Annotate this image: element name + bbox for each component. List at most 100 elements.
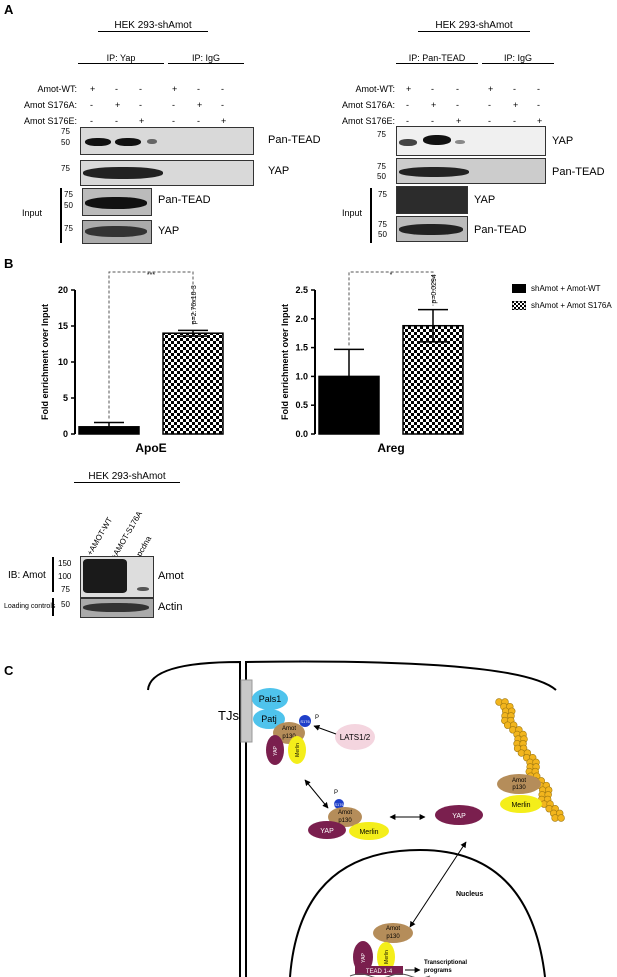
significance-bracket: [348, 271, 434, 346]
merlin-protein: [377, 942, 395, 972]
amot-blot: [80, 556, 154, 598]
condition-sign: -: [488, 116, 491, 126]
condition-sign: -: [221, 84, 224, 94]
ib-amot-label: IB: Amot: [8, 570, 46, 581]
cell-membrane-left: [147, 660, 241, 977]
amot-p130-protein: [497, 774, 541, 794]
panel-a-label: A: [4, 2, 14, 17]
legend-swatch-checker: [512, 300, 526, 310]
y-axis-label: Fold enrichment over Input: [280, 304, 290, 420]
pals1-protein: [252, 688, 288, 710]
y-tick-label: 0.0: [295, 429, 308, 439]
programs-label: programs: [424, 968, 452, 974]
yap-protein: [266, 735, 284, 765]
tight-junction: [240, 679, 253, 743]
condition-sign: +: [431, 100, 437, 110]
yap-protein: [308, 821, 346, 839]
blot-label-pan-tead: Pan-TEAD: [474, 224, 527, 236]
s176-label: S176: [300, 719, 310, 724]
blot-right-input-yap: [396, 186, 468, 214]
blot-right-input-pan-tead: [396, 216, 468, 242]
condition-label: Amot S176E:: [341, 116, 395, 126]
ip-pan-tead-label: IP: Pan-TEAD: [396, 53, 478, 64]
p130-label: p130: [282, 734, 296, 740]
condition-label: Amot-WT:: [355, 84, 396, 94]
merlin-label: Merlin: [359, 829, 378, 836]
condition-sign: -: [139, 100, 142, 110]
lats-arrow: [313, 725, 337, 735]
signaling-diagram: TJs Nucleus Pals1 Patj Amot p130 S176 P …: [147, 660, 565, 977]
merlin-protein: [500, 795, 542, 813]
free-yap-protein: [435, 805, 483, 825]
condition-sign: -: [406, 100, 409, 110]
p130-label: p130: [386, 934, 400, 940]
condition-sign: -: [139, 84, 142, 94]
condition-sign: -: [431, 116, 434, 126]
yap-label: YAP: [452, 813, 466, 820]
marker-75: 75: [377, 162, 386, 171]
legend-label: shAmot + Amot-WT: [531, 283, 601, 293]
marker-75: 75: [378, 220, 387, 229]
condition-sign: -: [172, 116, 175, 126]
y-axis-label: Fold enrichment over Input: [40, 304, 50, 420]
y-tick-label: 20: [58, 285, 68, 295]
input-label: Input: [22, 208, 43, 218]
condition-sign: +: [139, 116, 145, 126]
condition-sign: +: [197, 100, 203, 110]
condition-label: Amot S176A:: [23, 100, 77, 110]
legend-swatch-solid: [512, 283, 526, 293]
panel-a-right-title: HEK 293-shAmot: [418, 20, 530, 32]
amot-p130-protein: [328, 807, 362, 827]
merlin-protein: [349, 822, 389, 840]
ip-yap-label: IP: Yap: [78, 53, 164, 64]
condition-sign: -: [456, 84, 459, 94]
blot-label-pan-tead: Pan-TEAD: [158, 194, 211, 206]
bar-amot-s176a: [402, 324, 464, 435]
phospho-label: P: [334, 790, 338, 796]
legend-label: shAmot + Amot S176A: [531, 300, 612, 310]
actin-label: Actin: [158, 601, 183, 613]
yap-label: YAP: [273, 746, 279, 756]
significance-stars: *: [390, 272, 393, 279]
condition-sign: -: [197, 84, 200, 94]
condition-sign: +: [406, 84, 412, 94]
actin-blot: [80, 598, 154, 618]
marker-50: 50: [377, 172, 386, 181]
blot-right-yap: [396, 126, 546, 156]
patj-label: Patj: [261, 714, 277, 724]
merlin-label: Merlin: [295, 743, 301, 757]
condition-sign: -: [456, 100, 459, 110]
input-bracket: [60, 188, 62, 243]
condition-sign: -: [115, 84, 118, 94]
condition-sign: -: [90, 100, 93, 110]
yap-protein: [353, 941, 373, 973]
condition-sign: -: [537, 84, 540, 94]
patj-protein: [253, 709, 285, 729]
condition-label: Amot S176A:: [341, 100, 395, 110]
condition-sign: -: [115, 116, 118, 126]
y-tick-label: 0.5: [295, 400, 308, 410]
condition-sign: +: [221, 116, 227, 126]
lats-label: LATS1/2: [340, 733, 371, 742]
s176-phospho-site: [299, 715, 311, 727]
p130-label: p130: [512, 785, 526, 791]
blot-label-yap: YAP: [158, 225, 180, 237]
condition-sign: -: [406, 116, 409, 126]
condition-sign: +: [537, 116, 543, 126]
condition-sign: -: [221, 100, 224, 110]
panel-c-label: C: [4, 663, 14, 678]
cell-membrane-right: [245, 660, 557, 977]
loading-bracket: [52, 598, 54, 616]
marker-50: 50: [61, 600, 70, 609]
condition-sign: -: [172, 100, 175, 110]
s176-phospho-site: [334, 799, 344, 809]
y-tick-label: 5: [63, 393, 68, 403]
ip-igg-label: IP: IgG: [168, 53, 244, 64]
marker-75: 75: [61, 585, 70, 594]
yap-label: YAP: [320, 828, 334, 835]
y-tick-label: 10: [58, 357, 68, 367]
phospho-label: P: [315, 715, 319, 721]
marker-75: 75: [378, 190, 387, 199]
nucleus-label: Nucleus: [456, 891, 483, 898]
marker-50: 50: [64, 201, 73, 210]
